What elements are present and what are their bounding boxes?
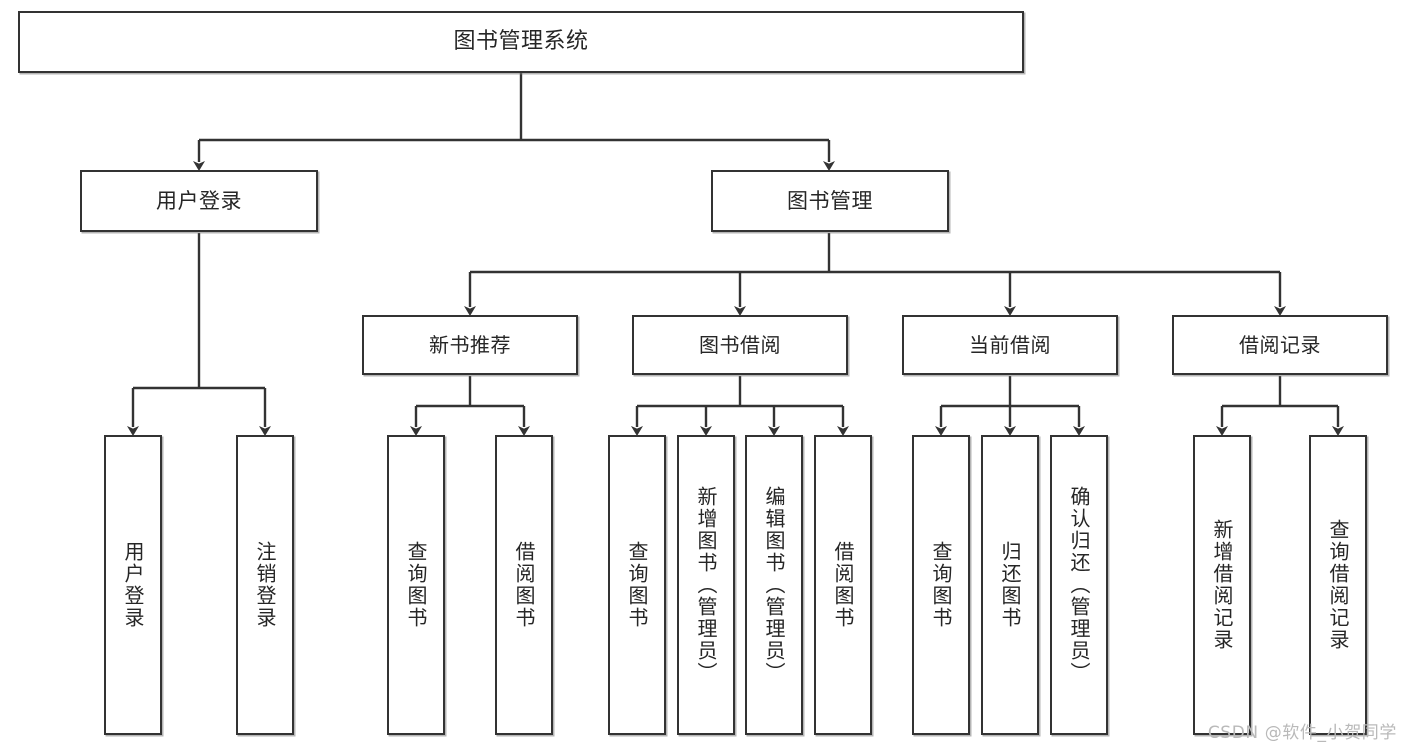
node-label: 注销登录: [253, 541, 277, 629]
node-label: 当前借阅: [969, 332, 1051, 357]
node-leaf-borrow-book-2[interactable]: 借阅图书: [814, 435, 872, 735]
node-leaf-logout[interactable]: 注销登录: [236, 435, 294, 735]
node-leaf-query-borrow-record[interactable]: 查询借阅记录: [1309, 435, 1367, 735]
node-label: 新增图书（管理员）: [694, 486, 718, 684]
node-label: 图书管理: [787, 188, 873, 213]
node-borrowing-records[interactable]: 借阅记录: [1172, 315, 1388, 375]
node-user-login[interactable]: 用户登录: [80, 170, 318, 232]
node-label: 查询图书: [404, 541, 428, 629]
node-label: 查询图书: [929, 541, 953, 629]
node-leaf-confirm-return-admin[interactable]: 确认归还（管理员）: [1050, 435, 1108, 735]
node-leaf-user-login[interactable]: 用户登录: [104, 435, 162, 735]
node-label: 用户登录: [121, 541, 145, 629]
node-leaf-query-book-2[interactable]: 查询图书: [608, 435, 666, 735]
node-label: 查询图书: [625, 541, 649, 629]
node-leaf-add-borrow-record[interactable]: 新增借阅记录: [1193, 435, 1251, 735]
node-label: 借阅图书: [512, 541, 536, 629]
watermark-text: CSDN @软件_小贺同学: [1207, 723, 1397, 743]
node-leaf-query-book-3[interactable]: 查询图书: [912, 435, 970, 735]
node-label: 确认归还（管理员）: [1067, 486, 1091, 684]
node-label: 新书推荐: [429, 332, 511, 357]
node-label: 借阅记录: [1239, 332, 1321, 357]
node-label: 图书管理系统: [453, 29, 589, 55]
node-leaf-edit-book-admin[interactable]: 编辑图书（管理员）: [745, 435, 803, 735]
node-leaf-borrow-book-1[interactable]: 借阅图书: [495, 435, 553, 735]
node-leaf-query-book-1[interactable]: 查询图书: [387, 435, 445, 735]
node-label: 新增借阅记录: [1210, 519, 1234, 651]
node-label: 编辑图书（管理员）: [762, 486, 786, 684]
node-root-book-management-system[interactable]: 图书管理系统: [18, 11, 1024, 73]
node-label: 查询借阅记录: [1326, 519, 1350, 651]
node-current-borrowing[interactable]: 当前借阅: [902, 315, 1118, 375]
node-label: 归还图书: [998, 541, 1022, 629]
node-label: 用户登录: [156, 188, 242, 213]
node-book-borrowing[interactable]: 图书借阅: [632, 315, 848, 375]
node-book-management[interactable]: 图书管理: [711, 170, 949, 232]
node-leaf-return-book[interactable]: 归还图书: [981, 435, 1039, 735]
node-label: 借阅图书: [831, 541, 855, 629]
node-label: 图书借阅: [699, 332, 781, 357]
node-leaf-add-book-admin[interactable]: 新增图书（管理员）: [677, 435, 735, 735]
node-new-book-recommendation[interactable]: 新书推荐: [362, 315, 578, 375]
